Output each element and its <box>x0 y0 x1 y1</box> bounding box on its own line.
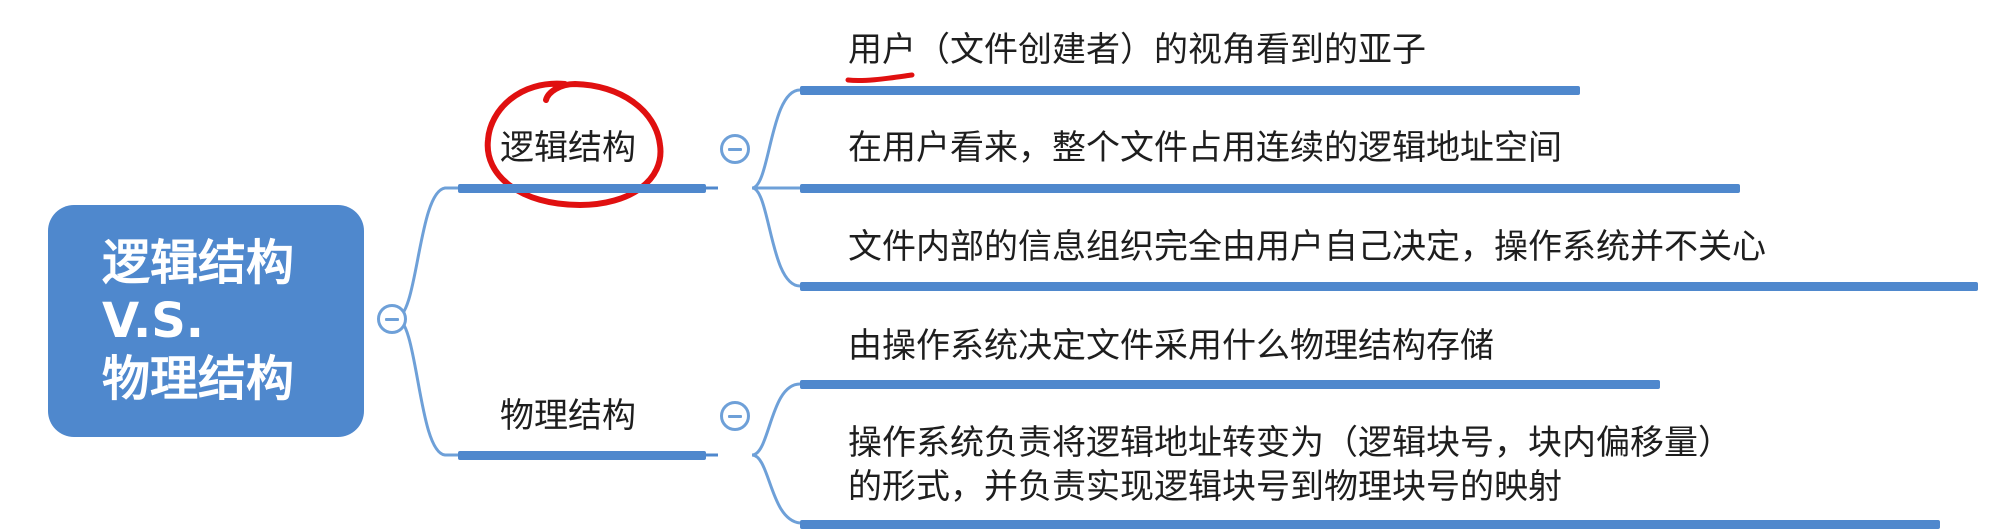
branch-label-logical[interactable]: 逻辑结构 <box>500 128 636 168</box>
root-node[interactable]: 逻辑结构 V.S. 物理结构 <box>48 205 364 437</box>
root-title-line-2: V.S. <box>102 293 204 349</box>
branch-underline-physical <box>458 451 706 460</box>
root-title-line-3: 物理结构 <box>102 351 295 407</box>
root-title-line-1: 逻辑结构 <box>102 235 295 291</box>
item-label[interactable]: 文件内部的信息组织完全由用户自己决定，操作系统并不关心 <box>848 227 1766 267</box>
item-label-continued[interactable]: 的形式，并负责实现逻辑块号到物理块号的映射 <box>848 467 1562 507</box>
branch1-connector-4 <box>751 186 801 288</box>
root-connector-lower <box>395 316 460 457</box>
item-label[interactable]: 在用户看来，整个文件占用连续的逻辑地址空间 <box>848 128 1562 168</box>
branch1-connector-2 <box>751 88 801 190</box>
collapse-minus-icon[interactable] <box>720 401 750 431</box>
branch-underline-logical <box>458 184 706 193</box>
branch2-connector-3 <box>751 453 801 525</box>
item-label[interactable]: 操作系统负责将逻辑地址转变为（逻辑块号，块内偏移量） <box>848 423 1732 463</box>
item-label[interactable]: 由操作系统决定文件采用什么物理结构存储 <box>848 326 1494 366</box>
item-underline <box>800 184 1740 193</box>
item-underline <box>800 520 1940 529</box>
item-underline <box>800 86 1580 95</box>
collapse-minus-icon[interactable] <box>377 304 407 334</box>
item-underline <box>800 380 1660 389</box>
branch-label-physical[interactable]: 物理结构 <box>500 396 636 436</box>
collapse-minus-icon[interactable] <box>720 134 750 164</box>
red-annotation-underline <box>845 72 915 84</box>
item-label[interactable]: 用户（文件创建者）的视角看到的亚子 <box>848 30 1426 70</box>
branch2-connector-2 <box>751 382 801 457</box>
root-connector <box>395 186 460 320</box>
item-underline <box>800 282 1978 291</box>
red-annotation-circle <box>484 80 664 209</box>
